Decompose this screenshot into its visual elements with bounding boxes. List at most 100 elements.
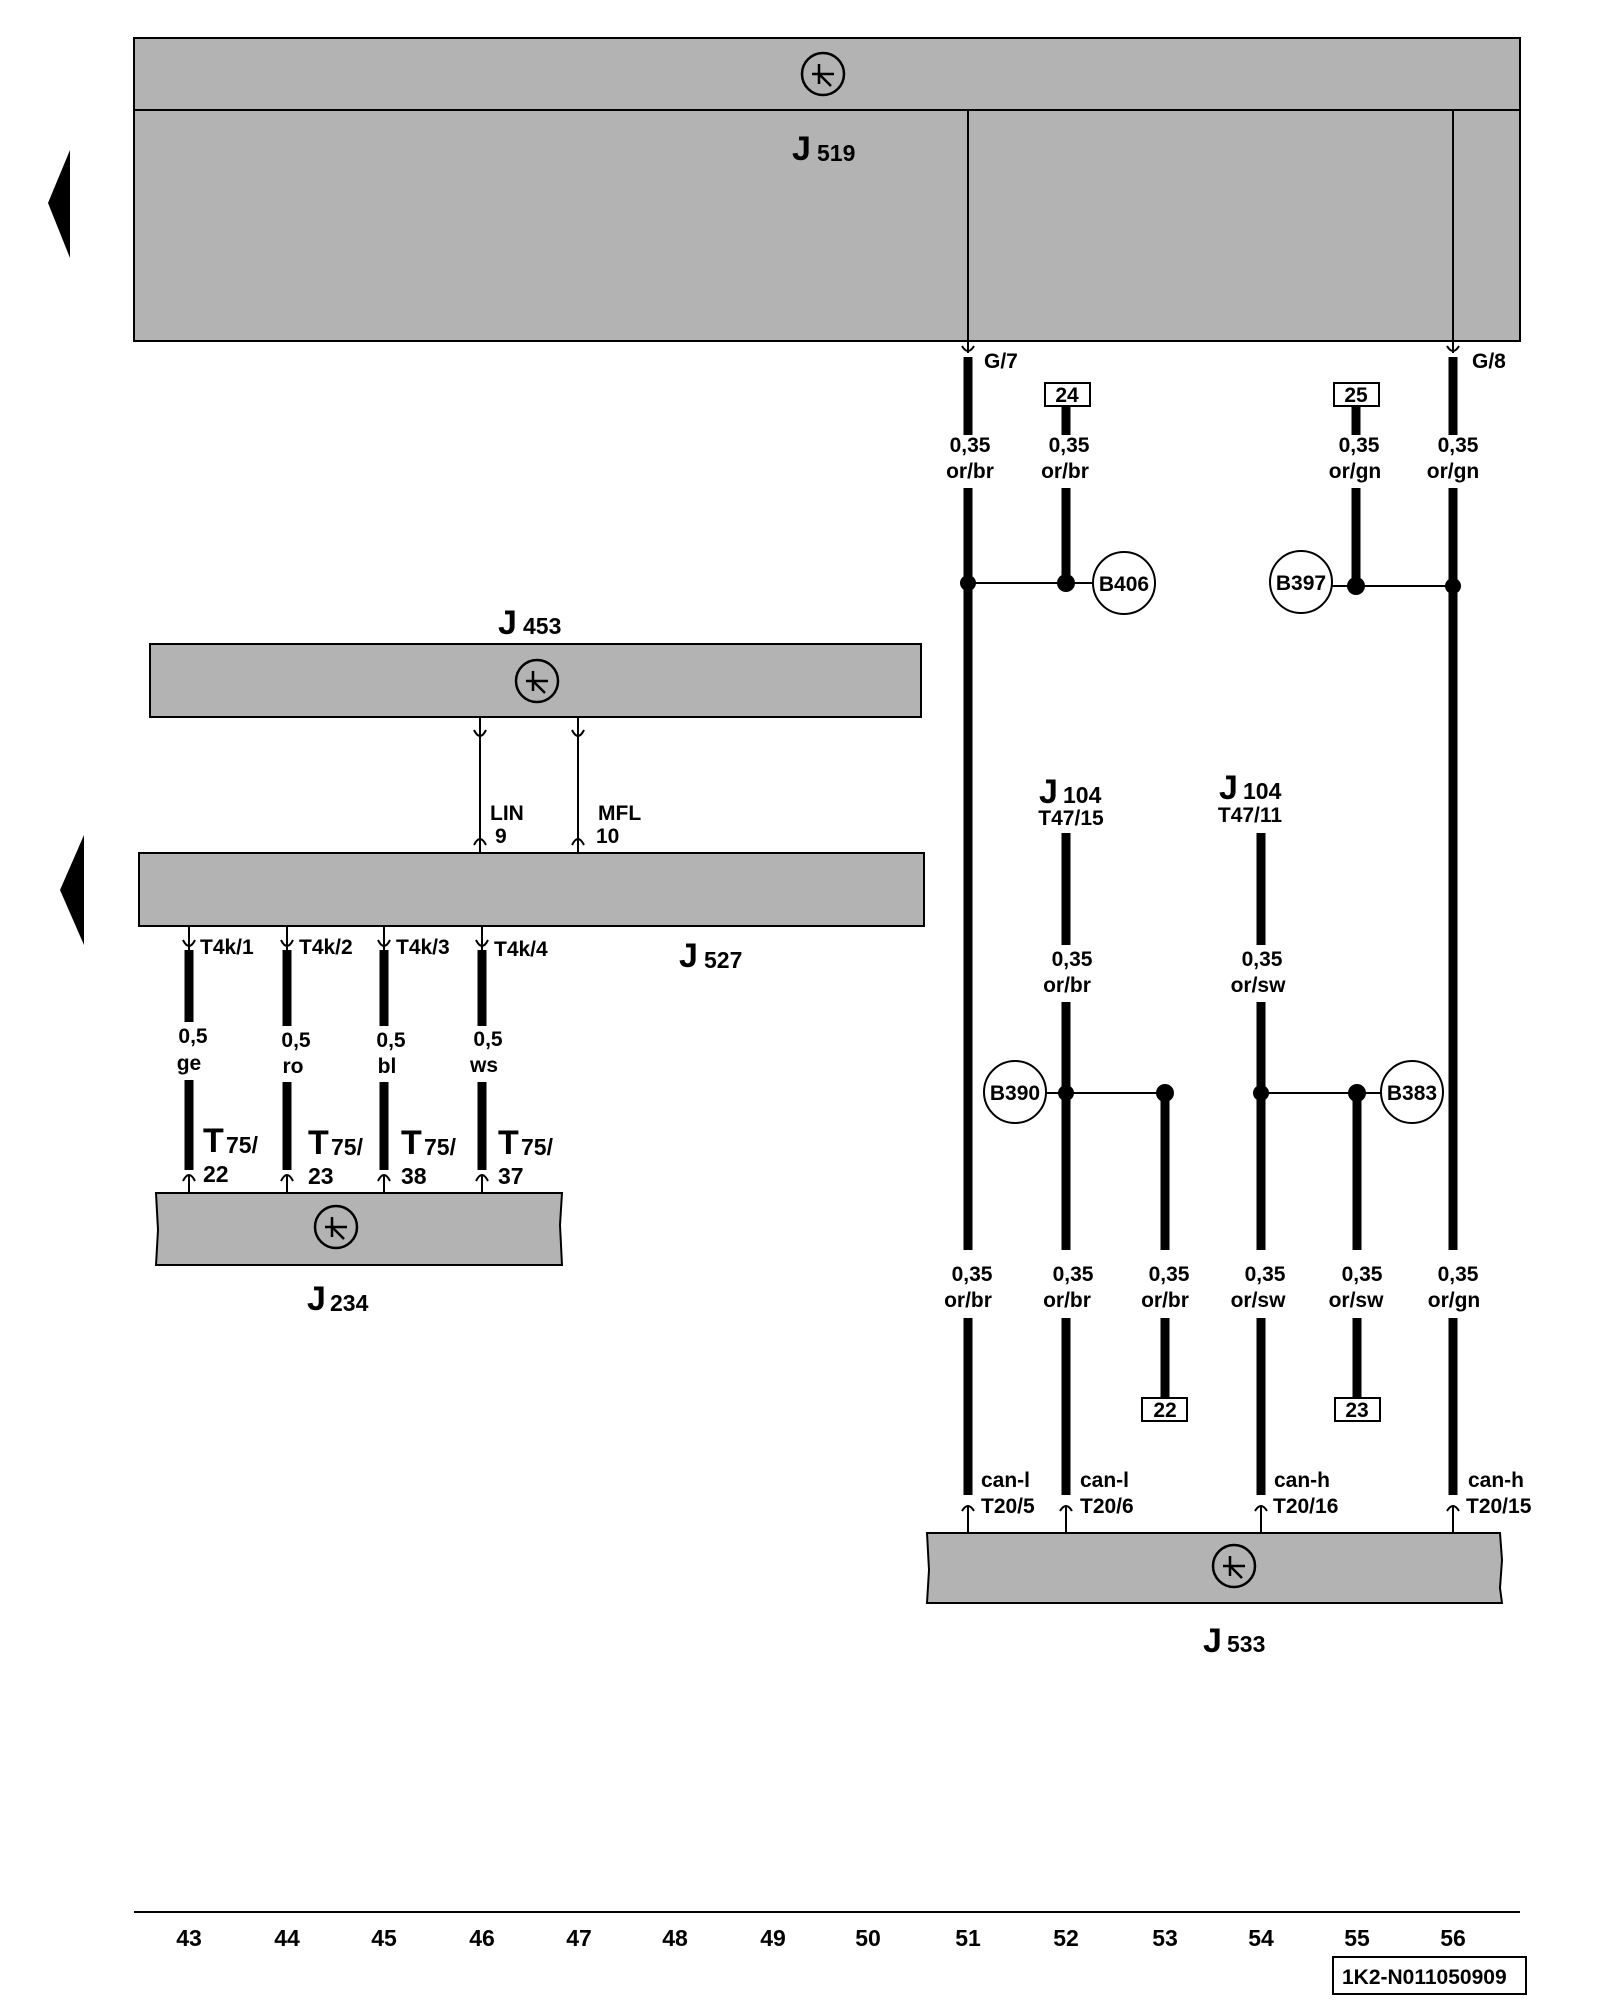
w45-size: 0,5 <box>376 1029 406 1052</box>
t75-22-pin: 22 <box>203 1161 229 1187</box>
w44-size: 0,5 <box>281 1029 311 1052</box>
w55-bot-size: 0,35 <box>1342 1263 1383 1286</box>
splice-node <box>1253 1085 1269 1101</box>
j527-label-main: J <box>679 937 698 975</box>
canl-b-label: can-l <box>1080 1469 1129 1492</box>
j453-label-sub: 453 <box>523 613 561 639</box>
nav-arrow-left-upper[interactable] <box>48 150 70 258</box>
ref-22-box[interactable] <box>1141 1397 1188 1422</box>
w52-bot-size: 0,35 <box>1053 1263 1094 1286</box>
column-number: 43 <box>176 1925 202 1951</box>
splice-b406-label: B406 <box>1099 573 1149 596</box>
ref-25-label: 25 <box>1344 384 1368 407</box>
w51-top-color: or/br <box>946 460 994 483</box>
j533-module: J 533 <box>925 1532 1504 1660</box>
j453-module: J 453 <box>149 604 922 718</box>
splice-node <box>1347 577 1365 595</box>
splice-node <box>1058 1085 1074 1101</box>
connector-icon <box>473 729 487 737</box>
t75-23-pin: 23 <box>308 1163 334 1189</box>
j234-label-main: J <box>307 1280 326 1318</box>
ground-icon <box>800 51 846 97</box>
column-number: 55 <box>1344 1925 1370 1951</box>
w56-top-color: or/gn <box>1427 460 1480 483</box>
j234-module: J 234 <box>154 1192 564 1318</box>
splice-b383-icon[interactable] <box>1380 1060 1444 1124</box>
wire-col-43: T4k/1 0,5 ge T 75/ 22 <box>177 926 259 1193</box>
j519-label-sub: 519 <box>817 140 855 166</box>
canh-b-label: can-h <box>1468 1469 1524 1492</box>
j104b-label-main: J <box>1219 769 1238 807</box>
column-number: 48 <box>662 1925 688 1951</box>
w55-top-color: or/gn <box>1329 460 1382 483</box>
ref-23-box[interactable] <box>1334 1397 1381 1422</box>
splice-b397-icon[interactable] <box>1269 550 1333 614</box>
w54-bot-color: or/sw <box>1231 1289 1287 1312</box>
connector-icon <box>571 838 585 846</box>
pin-t4k1-label: T4k/1 <box>200 936 254 959</box>
j104a-label-sub: 104 <box>1063 782 1102 808</box>
column-number: 45 <box>371 1925 397 1951</box>
pin-g8-label: G/8 <box>1472 350 1506 373</box>
w56-top-size: 0,35 <box>1438 434 1479 457</box>
w55-bot-color: or/sw <box>1329 1289 1385 1312</box>
w56-bot-size: 0,35 <box>1438 1263 1479 1286</box>
j533-label-sub: 533 <box>1227 1631 1265 1657</box>
ref-22-label: 22 <box>1153 1399 1176 1422</box>
mfl-label: MFL <box>598 802 641 825</box>
nav-arrow-left-lower[interactable] <box>60 835 84 945</box>
w52-mid-color: or/br <box>1043 974 1091 997</box>
t75-main: T <box>308 1124 329 1162</box>
w52-mid-size: 0,35 <box>1052 948 1093 971</box>
canh-a-pin: T20/16 <box>1273 1495 1338 1518</box>
t75-sub: 75/ <box>226 1132 259 1158</box>
w46-size: 0,5 <box>473 1028 503 1051</box>
splice-node <box>1057 574 1075 592</box>
w43-color: ge <box>177 1052 202 1075</box>
w45-color: bl <box>378 1055 397 1078</box>
canl-a-pin: T20/5 <box>981 1495 1035 1518</box>
t75-main: T <box>498 1124 519 1162</box>
pin-t4k2-label: T4k/2 <box>299 936 353 959</box>
splice-b383-label: B383 <box>1387 1082 1437 1105</box>
connector-icon <box>571 729 585 737</box>
w51-bot-color: or/br <box>944 1289 992 1312</box>
w51-bot-size: 0,35 <box>952 1263 993 1286</box>
wire-col-45: T4k/3 0,5 bl T 75/ 38 <box>376 926 457 1193</box>
w56-bot-color: or/gn <box>1428 1289 1481 1312</box>
column-number: 49 <box>760 1925 786 1951</box>
mfl-number: 10 <box>596 825 619 848</box>
wire-col-44: T4k/2 0,5 ro T 75/ 23 <box>280 926 364 1193</box>
wire-col-46: T4k/4 0,5 ws T 75/ 37 <box>469 926 554 1193</box>
canl-b-pin: T20/6 <box>1080 1495 1134 1518</box>
doc-id-box <box>1332 1956 1527 1995</box>
splice-b390-icon[interactable] <box>983 1060 1047 1124</box>
w53-bot-color: or/br <box>1141 1289 1189 1312</box>
column-number: 50 <box>855 1925 881 1951</box>
column-number: 44 <box>274 1925 300 1951</box>
ground-icon <box>1211 1543 1257 1589</box>
t75-37-pin: 37 <box>498 1163 524 1189</box>
column-number: 54 <box>1248 1925 1274 1951</box>
w43-size: 0,5 <box>178 1025 208 1048</box>
connector-icon <box>473 838 487 846</box>
j104a-pin: T47/15 <box>1038 807 1104 830</box>
splice-b390-label: B390 <box>990 1082 1040 1105</box>
j527-label-sub: 527 <box>704 947 742 973</box>
j519-label-main: J <box>792 130 811 168</box>
w54-mid-color: or/sw <box>1231 974 1287 997</box>
ground-icon <box>514 658 560 704</box>
pin-g7-label: G/7 <box>984 350 1018 373</box>
t75-sub: 75/ <box>521 1134 554 1160</box>
column-number: 56 <box>1440 1925 1466 1951</box>
splice-b406-icon[interactable] <box>1092 551 1156 615</box>
column-number: 46 <box>469 1925 495 1951</box>
pin-t4k4-label: T4k/4 <box>494 938 548 961</box>
j519-module: J 519 <box>133 37 1521 342</box>
w44-color: ro <box>283 1055 304 1078</box>
t75-main: T <box>203 1122 224 1160</box>
w55-top-size: 0,35 <box>1339 434 1380 457</box>
w52-top-color: or/br <box>1041 460 1089 483</box>
column-number: 52 <box>1053 1925 1079 1951</box>
